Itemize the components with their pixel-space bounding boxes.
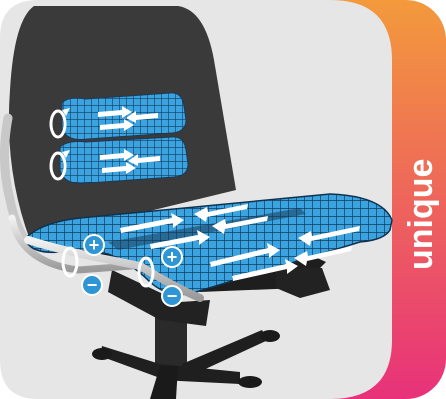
plus-label: + [89, 235, 100, 255]
minus-label: − [87, 275, 98, 295]
plus-label: + [167, 247, 178, 267]
minus-label: − [167, 286, 178, 306]
brand-wordmark: unique [402, 159, 440, 270]
